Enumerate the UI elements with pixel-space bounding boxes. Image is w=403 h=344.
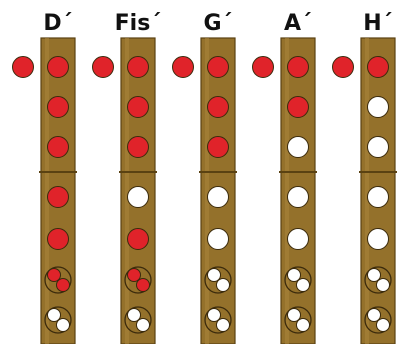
finger-hole (367, 136, 389, 158)
double-hole-small (367, 268, 381, 282)
fingering-column: A´ (252, 11, 317, 344)
double-hole-small (216, 318, 230, 332)
finger-hole (287, 228, 309, 250)
finger-hole (127, 56, 149, 78)
double-hole-small (216, 278, 230, 292)
finger-hole (367, 186, 389, 208)
double-hole-small (136, 278, 150, 292)
finger-hole (207, 186, 229, 208)
finger-hole (207, 228, 229, 250)
double-hole-ring (124, 306, 152, 334)
double-hole-ring (284, 266, 312, 294)
double-hole-small (127, 308, 141, 322)
double-hole-small (47, 308, 61, 322)
double-hole-small (287, 308, 301, 322)
finger-hole (127, 228, 149, 250)
double-hole-small (136, 318, 150, 332)
finger-hole (367, 228, 389, 250)
fingering-column: H´ (332, 11, 397, 344)
tube-highlight (365, 38, 369, 344)
finger-hole (47, 136, 69, 158)
finger-hole (367, 96, 389, 118)
double-hole-small (367, 308, 381, 322)
finger-hole (127, 136, 149, 158)
thumb-hole (12, 56, 34, 78)
note-label: H´ (363, 11, 392, 36)
double-hole-small (56, 278, 70, 292)
double-hole-small (56, 318, 70, 332)
double-hole-small (207, 268, 221, 282)
finger-hole (47, 56, 69, 78)
fingering-column: G´ (172, 11, 237, 344)
double-hole-ring (44, 266, 72, 294)
note-label: Fis´ (115, 11, 162, 36)
finger-hole (127, 96, 149, 118)
note-label: D´ (43, 11, 72, 36)
finger-hole (127, 186, 149, 208)
double-hole-small (376, 318, 390, 332)
double-hole-small (287, 268, 301, 282)
fingering-column: Fis´ (92, 11, 162, 344)
thumb-hole (92, 56, 114, 78)
finger-hole (367, 56, 389, 78)
finger-hole (207, 56, 229, 78)
double-hole-ring (44, 306, 72, 334)
finger-hole (47, 186, 69, 208)
finger-hole (207, 136, 229, 158)
finger-hole (47, 228, 69, 250)
finger-hole (287, 136, 309, 158)
finger-hole (287, 186, 309, 208)
tube-highlight (45, 38, 49, 344)
thumb-hole (332, 56, 354, 78)
finger-hole (47, 96, 69, 118)
double-hole-small (296, 278, 310, 292)
finger-hole (287, 96, 309, 118)
thumb-hole (172, 56, 194, 78)
double-hole-ring (204, 306, 232, 334)
fingering-column: D´ (12, 11, 77, 344)
double-hole-small (376, 278, 390, 292)
double-hole-ring (364, 266, 392, 294)
double-hole-ring (124, 266, 152, 294)
note-label: A´ (284, 11, 312, 36)
double-hole-small (296, 318, 310, 332)
finger-hole (207, 96, 229, 118)
double-hole-ring (204, 266, 232, 294)
tube-highlight (285, 38, 289, 344)
double-hole-ring (364, 306, 392, 334)
double-hole-small (47, 268, 61, 282)
note-label: G´ (203, 11, 232, 36)
thumb-hole (252, 56, 274, 78)
tube-highlight (125, 38, 129, 344)
tube-highlight (205, 38, 209, 344)
double-hole-small (207, 308, 221, 322)
double-hole-ring (284, 306, 312, 334)
finger-hole (287, 56, 309, 78)
double-hole-small (127, 268, 141, 282)
